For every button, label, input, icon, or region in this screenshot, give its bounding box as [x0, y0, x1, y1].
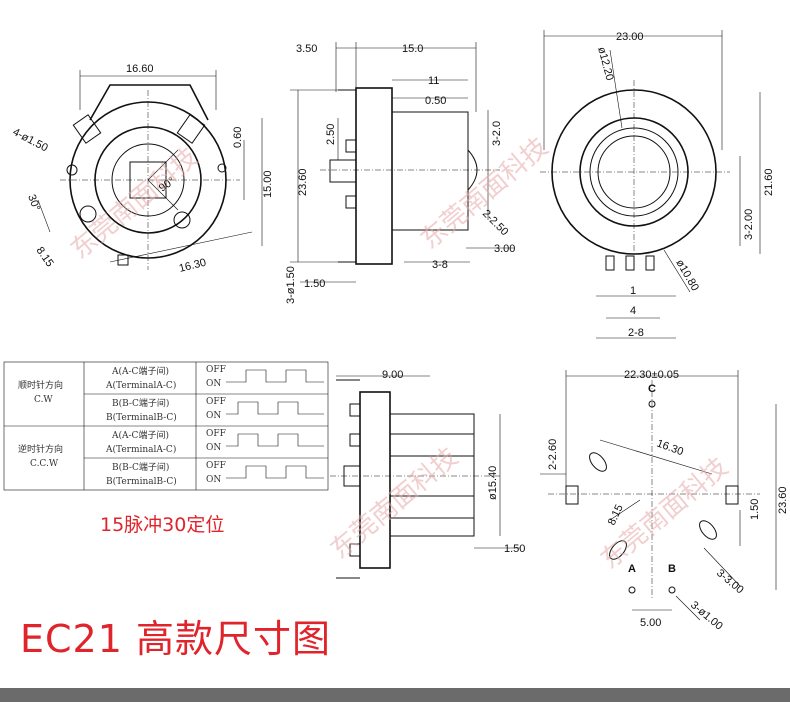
- front-view: 16.60 4-ø1.50 0.60 15.00 90° 30° 8.15 16…: [11, 63, 274, 275]
- cw-label: 顺时针方向: [18, 379, 63, 391]
- ccw-label: 逆时针方向: [18, 443, 63, 455]
- watermarks: 东莞南面科技 东莞南面科技 东莞南面科技 东莞南面科技: [65, 132, 734, 575]
- dim-3-d1-00: 3-ø1.00: [688, 599, 725, 633]
- dim-3-00: 3.00: [494, 243, 515, 255]
- state-on-3: ON: [206, 443, 221, 453]
- dim-16-30-fp: 16.30: [655, 438, 685, 459]
- watermark-1: 东莞南面科技: [65, 142, 204, 265]
- dim-4-d1-50: 4-ø1.50: [11, 126, 50, 154]
- dim-2-8: 2-8: [628, 327, 644, 339]
- state-on-1: ON: [206, 379, 221, 389]
- cw-b-en: B(TerminalB-C): [106, 412, 177, 423]
- back-view: 23.00 ø12.20 21.60 3-2.00 ø10.80 1 4 2-8: [540, 30, 775, 339]
- waveform-ccw-b: [226, 465, 324, 479]
- pin-c-label: C: [648, 383, 656, 395]
- dim-16-30: 16.30: [178, 257, 208, 275]
- side-view: 3.50 15.0 11 0.50 2.50 3-2.0 23.60 2-2.5…: [285, 42, 515, 304]
- section-view: 9.00 ø15.40 1.50: [330, 369, 525, 579]
- dim-23-60-fp: 23.60: [777, 486, 789, 514]
- waveform-cw-b: [226, 401, 324, 415]
- dim-5-00: 5.00: [640, 617, 661, 629]
- dim-2-2-60: 2-2.60: [547, 439, 559, 470]
- dim-3-50: 3.50: [296, 43, 317, 55]
- cw-b-cn: B(B-C端子间): [112, 397, 169, 409]
- state-off-4: OFF: [206, 461, 226, 471]
- dim-d15-40: ø15.40: [487, 466, 499, 500]
- dim-23-00: 23.00: [616, 31, 644, 43]
- dim-0-60: 0.60: [232, 127, 244, 148]
- dim-8-15: 8.15: [34, 245, 56, 269]
- footer-bar: [0, 688, 790, 702]
- pin-b-label: B: [668, 563, 676, 575]
- dim-11: 11: [428, 75, 439, 87]
- dim-4: 4: [630, 305, 636, 317]
- watermark-2: 东莞南面科技: [415, 132, 554, 255]
- dim-3-d1-50: 3-ø1.50: [285, 266, 297, 304]
- dim-16-60: 16.60: [126, 63, 154, 75]
- dim-d12-20: ø12.20: [595, 46, 615, 82]
- state-off-1: OFF: [206, 365, 226, 375]
- subtitle: 15脉冲30定位: [100, 514, 225, 536]
- page-title: EC21 高款尺寸图: [20, 617, 331, 661]
- state-off-3: OFF: [206, 429, 226, 439]
- dim-1: 1: [630, 285, 636, 297]
- dim-22-30: 22.30±0.05: [624, 369, 679, 381]
- dim-15-0: 15.0: [402, 43, 423, 55]
- cw-a-cn: A(A-C端子间): [111, 365, 169, 377]
- ccw-sub: C.C.W: [30, 459, 59, 469]
- dim-30-deg: 30°: [25, 193, 42, 213]
- dim-2-50: 2.50: [325, 124, 337, 145]
- watermark-3: 东莞南面科技: [325, 442, 464, 565]
- timing-table: 顺时针方向 C.W A(A-C端子间) A(TerminalA-C) B(B-C…: [3, 361, 329, 491]
- dim-3-8: 3-8: [432, 259, 448, 271]
- pin-a-label: A: [628, 563, 636, 575]
- state-on-2: ON: [206, 411, 221, 421]
- state-off-2: OFF: [206, 397, 226, 407]
- cw-sub: C.W: [34, 395, 53, 405]
- waveform-ccw-a: [226, 433, 324, 447]
- ccw-b-en: B(TerminalB-C): [106, 476, 177, 487]
- dim-1-50-sec: 1.50: [504, 543, 525, 555]
- dim-8-15-fp: 8.15: [606, 503, 626, 527]
- dim-1-50: 1.50: [304, 278, 325, 290]
- dim-23-60: 23.60: [297, 168, 309, 196]
- dim-1-50-fp: 1.50: [749, 499, 761, 520]
- dim-0-50: 0.50: [425, 95, 446, 107]
- dim-3-2-00: 3-2.00: [743, 209, 755, 240]
- waveform-cw-a: [226, 369, 324, 383]
- cw-a-en: A(TerminalA-C): [105, 380, 176, 391]
- ccw-b-cn: B(B-C端子间): [112, 461, 169, 473]
- dim-3-2-0: 3-2.0: [491, 121, 503, 146]
- state-on-4: ON: [206, 475, 221, 485]
- dim-21-60: 21.60: [763, 168, 775, 196]
- dim-3-3-00: 3-3.00: [714, 567, 746, 596]
- dim-9-00: 9.00: [382, 369, 403, 381]
- ccw-a-en: A(TerminalA-C): [105, 444, 176, 455]
- ccw-a-cn: A(A-C端子间): [111, 429, 169, 441]
- dim-15-00: 15.00: [262, 170, 274, 198]
